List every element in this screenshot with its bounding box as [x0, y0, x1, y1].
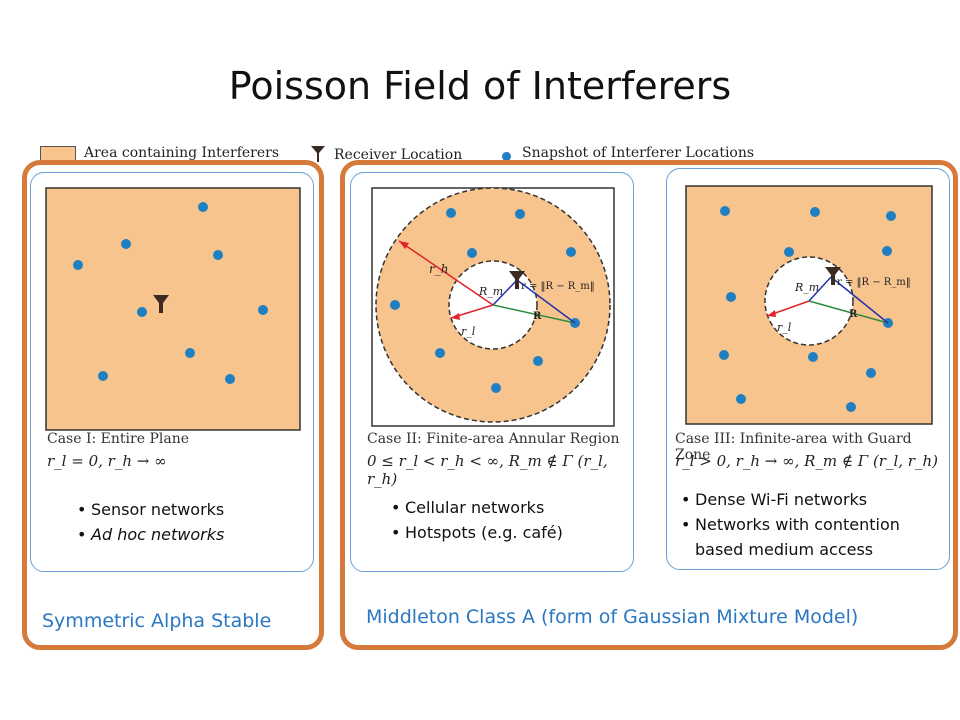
r-label: r = ‖R − R_m‖ — [521, 281, 595, 292]
interferer-dot — [515, 209, 525, 219]
interferer-dot — [866, 368, 876, 378]
receiver-icon — [153, 295, 169, 313]
interferer-dot — [808, 352, 818, 362]
interferer-dot — [467, 248, 477, 258]
legend: Area containing Interferers Receiver Loc… — [40, 142, 800, 166]
case-1-bullets: Sensor networks Ad hoc networks — [77, 497, 224, 547]
interferer-dot — [198, 202, 208, 212]
interferer-dot — [98, 371, 108, 381]
interferer-dot — [446, 208, 456, 218]
case-1-equation: r_l = 0, r_h → ∞ — [47, 452, 167, 470]
group-symmetric-alpha-stable — [22, 160, 324, 650]
rl-label: r_l — [777, 321, 792, 334]
list-item: Hotspots (e.g. café) — [391, 520, 563, 545]
rl-arrowhead — [767, 310, 776, 317]
R-arrow — [492, 304, 576, 324]
panel-case-1: Case I: Entire Plane r_l = 0, r_h → ∞ Se… — [30, 172, 314, 572]
interferer-dot — [810, 207, 820, 217]
interferer-dot — [566, 247, 576, 257]
interferer-dot — [533, 356, 543, 366]
rh-arrowhead — [399, 241, 409, 249]
slide-title: Poisson Field of Interferers — [228, 64, 732, 108]
case-2-bullets: Cellular networks Hotspots (e.g. café) — [391, 495, 563, 545]
label-symmetric-alpha-stable: Symmetric Alpha Stable — [42, 610, 272, 632]
rl-arrowhead — [451, 313, 460, 320]
panel-case-2: r_h r_l R_m r = ‖R − R_m‖ R Case II: Fin… — [350, 172, 634, 572]
rh-label: r_h — [429, 262, 448, 276]
receiver-icon — [311, 146, 325, 162]
r-arrow — [492, 279, 518, 306]
interferer-dot — [784, 247, 794, 257]
case-1-diagram — [45, 187, 301, 431]
rh-arrow — [398, 240, 494, 306]
interferer-dot — [491, 383, 501, 393]
Rm-arrow — [830, 276, 889, 324]
case-1-area — [45, 187, 301, 431]
Rm-arrow — [516, 279, 576, 324]
R-arrow — [808, 300, 889, 324]
interferer-dot — [886, 211, 896, 221]
list-item: Cellular networks — [391, 495, 563, 520]
legend-snapshot-label: Snapshot of Interferer Locations — [522, 145, 755, 161]
case-2-caption: Case II: Finite-area Annular Region — [367, 431, 620, 447]
interferer-dot — [390, 300, 400, 310]
interferer-dot — [720, 206, 730, 216]
interferer-dot — [213, 250, 223, 260]
interferer-dot — [121, 239, 131, 249]
legend-dot-icon — [502, 152, 511, 161]
rl-label: r_l — [461, 325, 476, 338]
list-item: Sensor networks — [77, 497, 224, 522]
legend-area-label: Area containing Interferers — [84, 145, 280, 161]
r-label: r = ‖R − R_m‖ — [837, 277, 911, 288]
label-middleton-class-a: Middleton Class A (form of Gaussian Mixt… — [366, 606, 859, 628]
list-item: based medium access — [695, 540, 874, 559]
list-item: Ad hoc networks — [77, 522, 224, 547]
interferer-dot — [719, 350, 729, 360]
case-2-diagram: r_h r_l R_m r = ‖R − R_m‖ R — [371, 187, 615, 427]
interferer-dot — [846, 402, 856, 412]
interferer-dot — [73, 260, 83, 270]
case-3-caption: Case III: Infinite-area with Guard Zone — [675, 431, 912, 463]
interferer-dot — [882, 246, 892, 256]
list-item: Networks with contention — [681, 512, 900, 537]
case-3-equation: r_l > 0, r_h → ∞, R_m ∉ Γ (r_l, r_h) — [675, 452, 938, 470]
case-2-equation: 0 ≤ r_l < r_h < ∞, R_m ∉ Γ (r_l, r_h) — [367, 452, 608, 488]
receiver-icon — [825, 267, 841, 285]
receiver-icon — [509, 271, 525, 289]
interferer-dot — [137, 307, 147, 317]
R-label: R — [849, 309, 858, 320]
interferer-dot — [225, 374, 235, 384]
r-arrow — [808, 276, 832, 302]
list-item: Dense Wi-Fi networks — [681, 487, 900, 512]
legend-receiver-label: Receiver Location — [334, 147, 463, 163]
rm-label: R_m — [478, 285, 503, 298]
interferer-dot — [185, 348, 195, 358]
interferer-dot — [726, 292, 736, 302]
group-middleton-class-a — [340, 160, 958, 650]
case-3-diagram: r_l R_m r = ‖R − R_m‖ R — [685, 185, 933, 425]
interferer-dot — [435, 348, 445, 358]
interferer-dot — [736, 394, 746, 404]
case-3-bullets: Dense Wi-Fi networks Networks with conte… — [681, 487, 900, 562]
panel-case-3: r_l R_m r = ‖R − R_m‖ R Case III: Infini… — [666, 168, 950, 570]
R-label: R — [533, 311, 542, 322]
rm-label: R_m — [794, 281, 819, 294]
case-1-caption: Case I: Entire Plane — [47, 431, 189, 447]
interferer-dot — [258, 305, 268, 315]
